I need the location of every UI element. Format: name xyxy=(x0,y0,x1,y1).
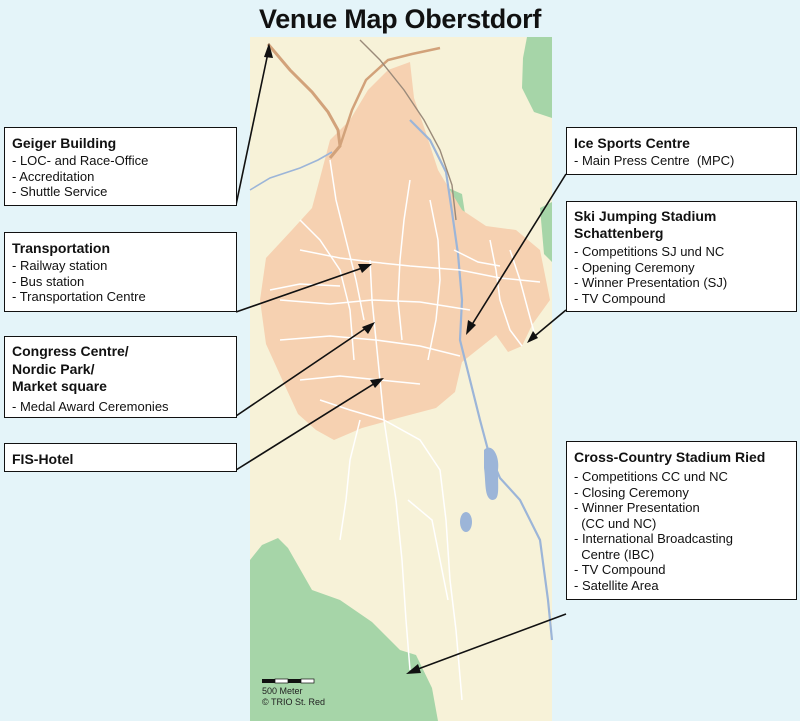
arrow-head-congress xyxy=(362,322,375,334)
arrow-head-transportation xyxy=(358,264,372,273)
callout-item: - Railway station xyxy=(12,258,108,273)
callout-line-geiger xyxy=(235,47,270,206)
callout-arrows xyxy=(264,43,538,674)
callout-ski-jumping-stadium: Ski Jumping Stadium Schattenberg - Compe… xyxy=(566,201,797,312)
arrow-head-crosscountry xyxy=(406,664,421,674)
callout-item: - Accreditation xyxy=(12,168,95,184)
map-credit: © TRIO St. Red xyxy=(262,697,325,707)
callout-item: - Medal Award Ceremonies xyxy=(12,398,169,414)
callout-item: - Bus station xyxy=(12,273,85,289)
callout-title: Ice Sports Centre xyxy=(574,135,690,151)
callout-cross-country-stadium: Cross-Country Stadium Ried - Competition… xyxy=(566,441,797,600)
callout-item: - International Broadcasting xyxy=(574,531,733,546)
callout-line-fis xyxy=(235,379,381,471)
callout-congress-centre: Congress Centre/ Nordic Park/ Market squ… xyxy=(4,336,237,418)
callout-line-ice xyxy=(467,173,567,332)
callout-item: - Closing Ceremony xyxy=(574,484,689,500)
railway-line xyxy=(359,39,457,221)
callout-title: Transportation xyxy=(12,240,111,256)
callout-item: - Shuttle Service xyxy=(12,184,108,199)
river xyxy=(409,119,554,641)
forest-area-south xyxy=(250,538,438,721)
arrow-head-ice xyxy=(466,320,476,335)
callout-title-line: Ski Jumping Stadium xyxy=(574,208,717,224)
callout-item: - Satellite Area xyxy=(574,577,659,593)
callout-item: - Winner Presentation (SJ) xyxy=(574,275,728,290)
callout-item: - TV Compound xyxy=(574,562,666,577)
callout-title: Cross-Country Stadium Ried xyxy=(574,449,766,465)
forest-area-east xyxy=(540,202,552,262)
callout-title-line: Congress Centre/ xyxy=(12,343,129,359)
callout-item: - Competitions SJ und NC xyxy=(574,244,725,259)
callout-title: Ski Jumping Stadium Schattenberg xyxy=(574,208,789,242)
forest-area-northeast xyxy=(522,37,552,118)
callout-item: - LOC- and Race-Office xyxy=(12,153,149,168)
callout-lines xyxy=(235,47,567,673)
page-title: Venue Map Oberstdorf xyxy=(258,4,542,34)
callout-line-skijump xyxy=(529,309,567,341)
callout-item: - Competitions CC und NC xyxy=(574,469,728,484)
callout-title-line: Nordic Park/ xyxy=(12,360,95,377)
callout-item: Centre (IBC) xyxy=(574,546,655,562)
callout-line-crosscountry xyxy=(409,613,567,673)
callout-item: - Transportation Centre xyxy=(12,289,146,304)
lake-small xyxy=(460,512,472,532)
callout-item: - Winner Presentation xyxy=(574,500,700,515)
arrow-head-geiger xyxy=(264,43,273,58)
callout-title: Congress Centre/ Nordic Park/ Market squ… xyxy=(12,343,229,396)
arrow-head-skijump xyxy=(527,331,538,343)
scale-label: 500 Meter xyxy=(262,686,303,696)
callout-title-line: Schattenberg xyxy=(574,225,664,241)
callout-geiger-building: Geiger Building - LOC- and Race-Office -… xyxy=(4,127,237,206)
callout-transportation: Transportation - Railway station - Bus s… xyxy=(4,232,237,312)
callout-item: - Main Press Centre (MPC) xyxy=(574,153,735,168)
street-network xyxy=(269,159,541,701)
lake-freibergsee xyxy=(484,447,499,500)
scale-bar xyxy=(262,678,315,684)
callout-title-line: Market square xyxy=(12,378,107,394)
callout-ice-sports-centre: Ice Sports Centre - Main Press Centre (M… xyxy=(566,127,797,175)
callout-line-transportation xyxy=(235,265,369,313)
callout-item: - Opening Ceremony xyxy=(574,259,695,275)
arrow-head-fis xyxy=(370,378,384,388)
callout-title: FIS-Hotel xyxy=(12,451,74,467)
callout-line-congress xyxy=(235,323,373,417)
callout-fis-hotel: FIS-Hotel xyxy=(4,443,237,472)
callout-title: Geiger Building xyxy=(12,135,117,151)
callout-item: (CC und NC) xyxy=(574,515,657,531)
stream-northwest xyxy=(249,151,333,191)
callout-item: - TV Compound xyxy=(574,290,666,306)
main-road-north xyxy=(338,46,441,147)
